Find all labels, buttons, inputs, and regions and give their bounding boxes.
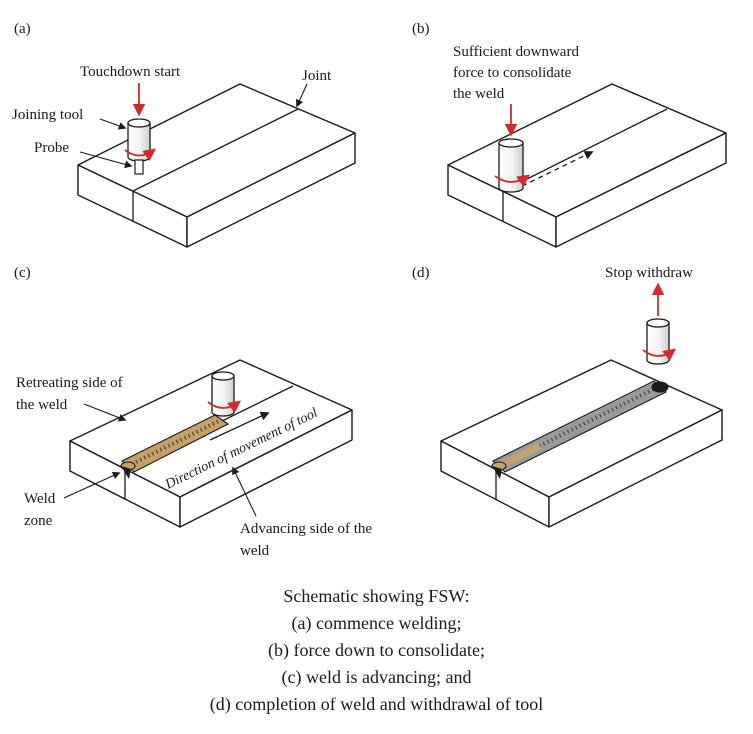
joining-tool-a — [124, 118, 157, 175]
rotation-arrow-a — [124, 148, 157, 162]
joint-line-a — [132, 108, 299, 192]
caption-line-4: (c) weld is advancing; and — [281, 667, 472, 687]
force-label-line2: force to consolidate — [453, 65, 572, 81]
caption-line-5: (d) completion of weld and withdrawal of… — [209, 694, 544, 714]
joining-tool-c — [207, 371, 242, 417]
weld-zone-section-c — [121, 466, 131, 479]
joining-tool-d — [642, 318, 677, 365]
retreating-side-label-line1: Retreating side of — [16, 375, 123, 391]
probe-label: Probe — [34, 140, 69, 156]
weld-zone-label-line2: zone — [24, 513, 53, 529]
advancing-side-label-line1: Advancing side of the — [240, 521, 372, 537]
panel-b: (b) Sufficient downward force to consoli… — [412, 21, 727, 248]
rotation-arrow-d — [642, 348, 677, 362]
panel-b-label: (b) — [412, 21, 430, 37]
panel-c-label: (c) — [14, 265, 31, 281]
workpiece-plate-a — [77, 83, 356, 248]
weld-bead-d — [491, 380, 669, 473]
rotation-arrow-b — [494, 174, 531, 187]
advancing-side-label-line2: weld — [240, 543, 270, 559]
figure-caption: Schematic showing FSW: (a) commence weld… — [0, 583, 753, 718]
weld-zone-label-line1: Weld — [24, 491, 56, 507]
direction-arrow-c — [209, 411, 270, 441]
touchdown-start-label: Touchdown start — [80, 64, 181, 80]
rotation-arrow-c — [207, 400, 242, 414]
force-label-line3: the weld — [453, 86, 505, 102]
panel-c: (c) Direction of movement of tool Retrea… — [14, 265, 372, 559]
workpiece-plate-d — [440, 359, 723, 528]
workpiece-plate-b — [447, 83, 727, 248]
caption-line-2: (a) commence welding; — [291, 613, 462, 633]
joint-line-b — [502, 108, 668, 192]
panel-a: (a) Touchdown start Joint Joining tool P… — [12, 21, 356, 248]
stop-withdraw-label: Stop withdraw — [605, 265, 693, 281]
joint-label: Joint — [302, 68, 332, 84]
panel-a-label: (a) — [14, 21, 31, 37]
travel-path-dashed-b — [513, 151, 594, 191]
exit-hole-d — [651, 381, 669, 393]
caption-line-3: (b) force down to consolidate; — [268, 640, 485, 660]
fsw-schematic-figure: (a) Touchdown start Joint Joining tool P… — [12, 21, 727, 559]
caption-line-1: Schematic showing FSW: — [283, 586, 470, 606]
joining-tool-label: Joining tool — [12, 107, 83, 123]
panel-d: (d) Stop withdraw — [412, 265, 723, 528]
joining-tool-b — [494, 138, 531, 193]
panel-d-label: (d) — [412, 265, 430, 281]
weld-zone-section-d — [492, 466, 502, 479]
retreating-side-label-line2: the weld — [16, 397, 68, 413]
force-label-line1: Sufficient downward — [453, 44, 579, 60]
